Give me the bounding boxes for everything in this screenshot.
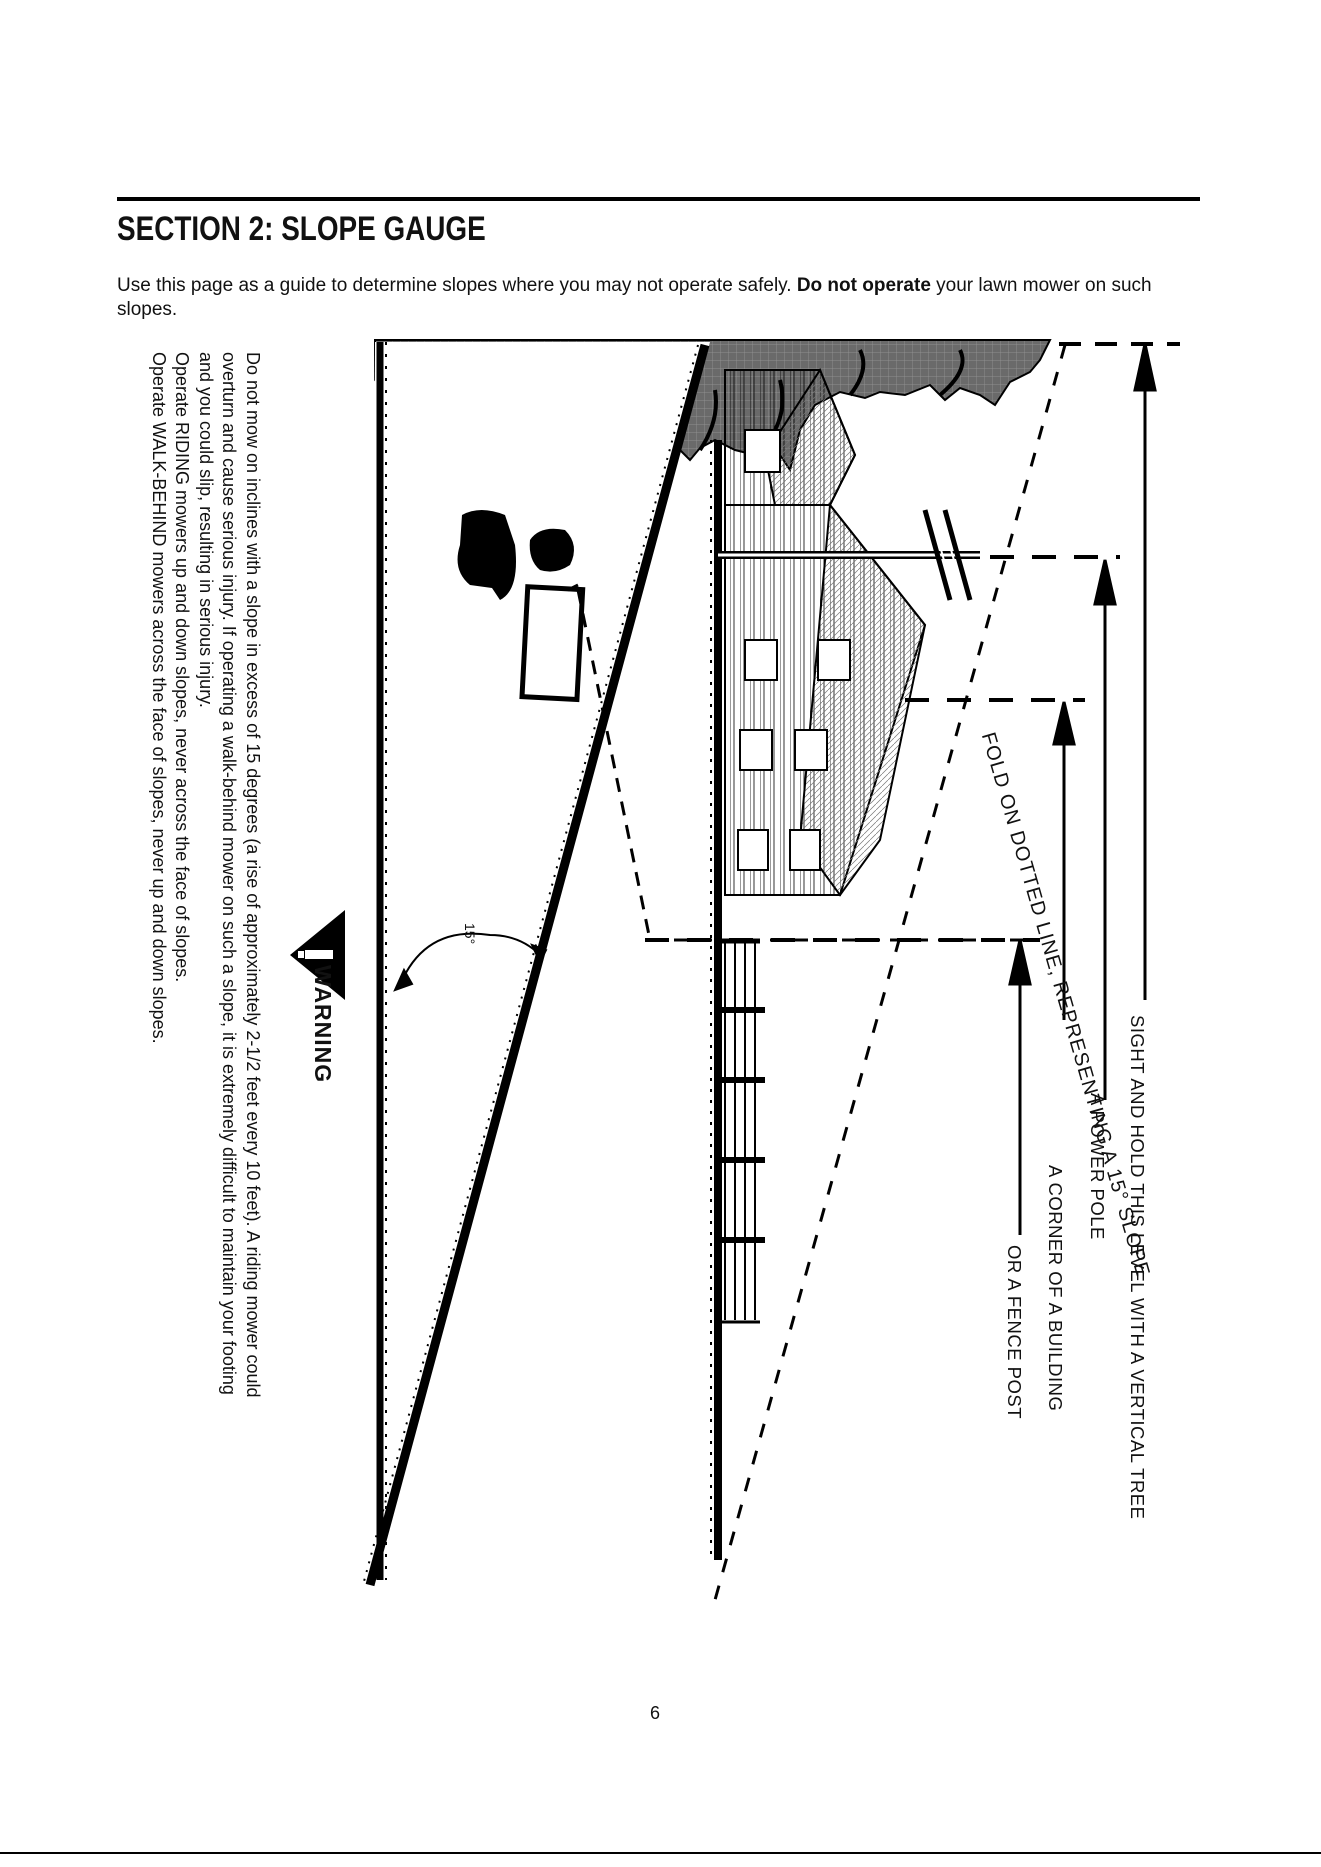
- warning-line-3: and you could slip, resulting in serious…: [194, 352, 218, 1398]
- warning-heading: WARNING: [309, 965, 336, 1083]
- label-building-corner: A CORNER OF A BUILDING: [1044, 1165, 1066, 1411]
- slope-hill: [363, 342, 710, 1585]
- warning-line-2: overturn and cause serious injury. If op…: [217, 352, 241, 1398]
- warning-line-5: Operate WALK-BEHIND mowers across the fa…: [147, 352, 171, 1398]
- bottom-rule: [0, 1852, 1321, 1854]
- angle-label: 15°: [462, 923, 478, 944]
- warning-line-1: Do not mow on inclines with a slope in e…: [241, 352, 265, 1398]
- label-fence-post: OR A FENCE POST: [1003, 1245, 1025, 1419]
- page-number: 6: [650, 1703, 660, 1724]
- fence: [718, 940, 765, 1450]
- warning-line-4: Operate RIDING mowers up and down slopes…: [170, 352, 194, 1398]
- house-illustration: [725, 370, 925, 895]
- warning-body: Do not mow on inclines with a slope in e…: [147, 352, 265, 1398]
